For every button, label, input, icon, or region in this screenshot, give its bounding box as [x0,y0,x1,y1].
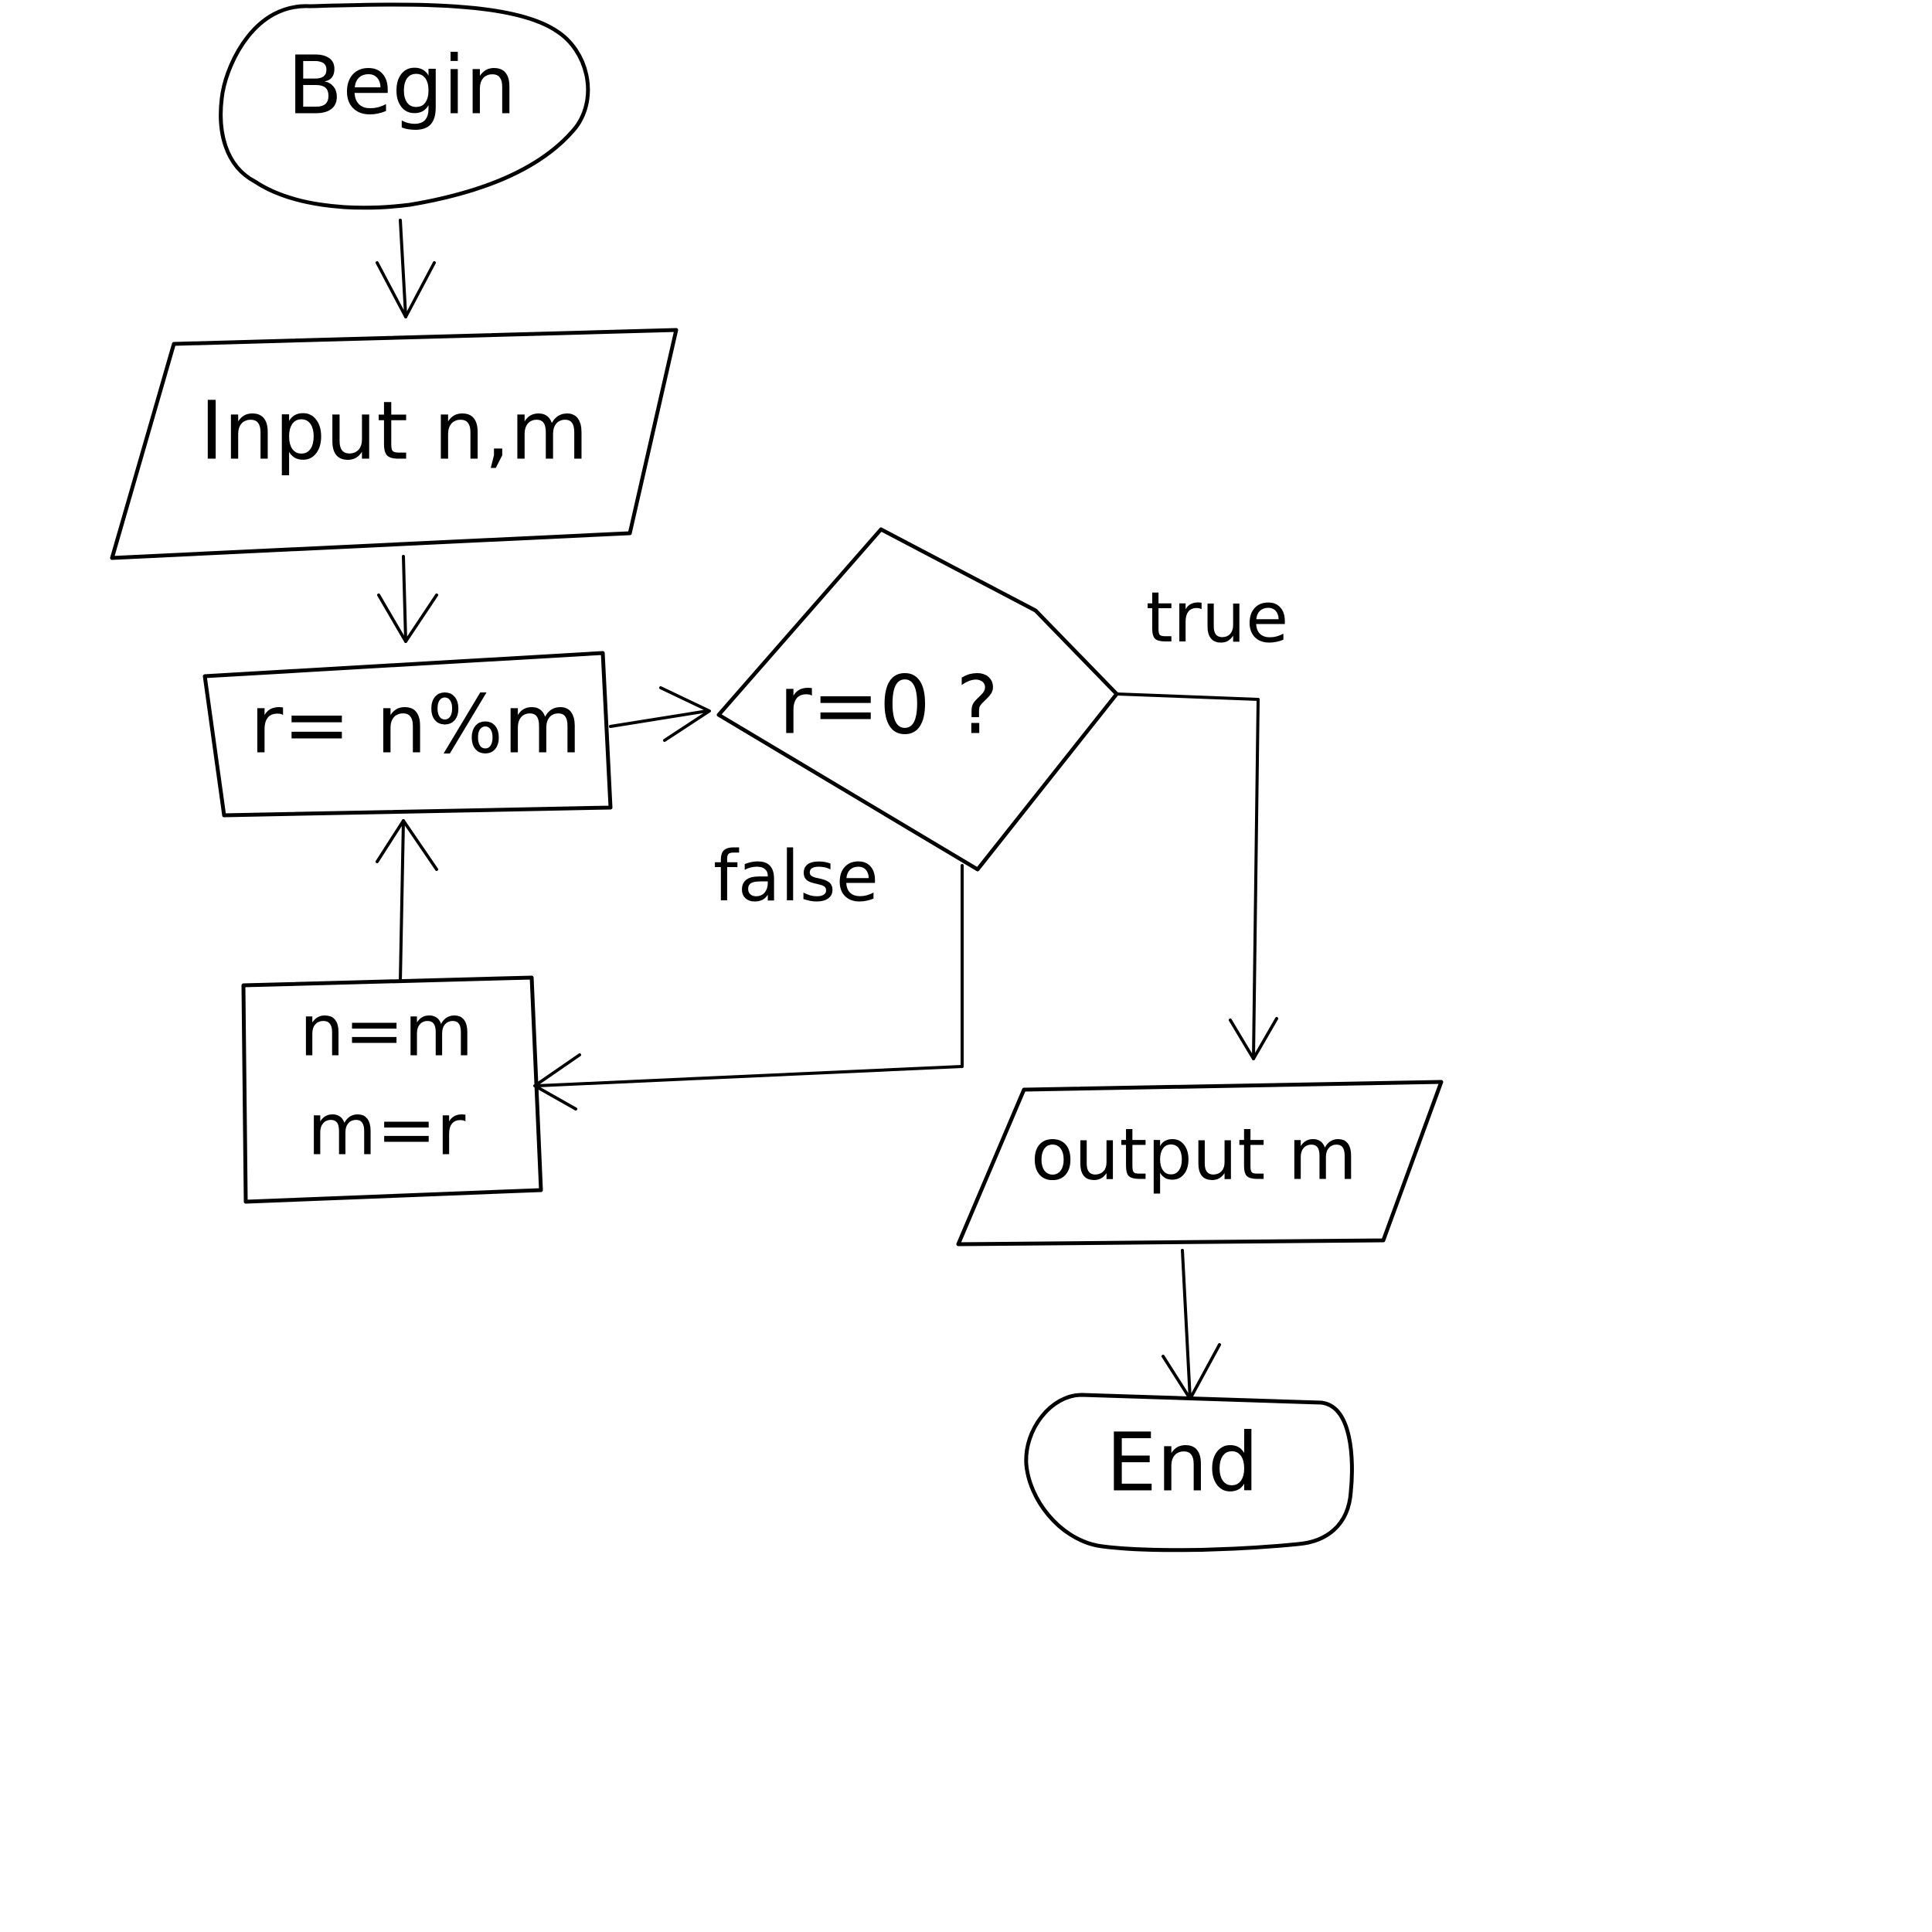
arrow-output-to-end [1162,1249,1221,1400]
false-branch: false [533,836,964,1111]
begin-label: Begin [287,38,516,132]
end-label: End [1106,1415,1259,1509]
swap-node: n=m m=r [241,975,543,1204]
arrow-compute-to-decision [609,686,711,742]
output-node: output m [956,1080,1444,1247]
swap-rect [241,975,543,1204]
input-node: Input n,m [110,328,679,560]
input-label: Input n,m [200,383,589,478]
decision-label: r=0 ? [779,658,998,752]
end-node: End [1024,1393,1354,1553]
arrow-swap-to-compute [376,819,438,983]
compute-node: r= n%m [202,651,613,818]
decision-diamond [716,527,1119,872]
begin-oval [219,2,590,210]
arrow-input-to-compute [377,555,438,643]
true-branch: true [1115,577,1289,1060]
true-label: true [1146,577,1289,658]
output-label: output m [1031,1113,1357,1196]
input-parallelogram [110,328,679,560]
output-parallelogram [956,1080,1444,1247]
compute-rect [202,651,613,818]
compute-label: r= n%m [250,677,582,771]
arrow-begin-to-input [376,219,436,318]
swap-label-line1: n=m [299,989,473,1072]
begin-node: Begin [219,2,590,210]
end-oval [1024,1393,1354,1553]
decision-node: r=0 ? [716,527,1119,872]
false-label: false [713,836,879,917]
swap-label-line2: m=r [308,1088,466,1171]
